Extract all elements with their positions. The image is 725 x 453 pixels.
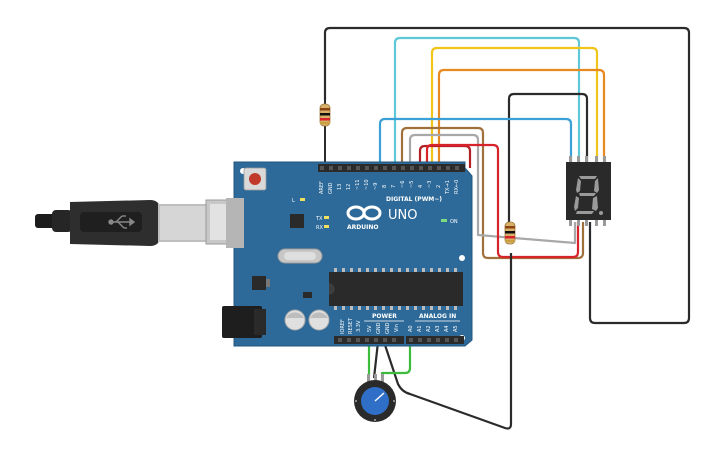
pin-label: A3 <box>435 325 441 332</box>
led-tx <box>324 216 329 219</box>
resistor-top[interactable] <box>319 100 331 168</box>
display-segments <box>574 176 603 215</box>
logo-marks <box>353 210 375 216</box>
pin-label: Vin <box>394 324 400 332</box>
wires <box>323 26 691 430</box>
analog-header[interactable] <box>406 336 464 344</box>
led-rx <box>324 225 329 228</box>
pin-label: ~11 <box>355 179 361 190</box>
bottom-pin-holes <box>338 338 458 342</box>
wire-orange[interactable] <box>437 68 606 168</box>
atmega-microcontroller <box>328 268 463 310</box>
wire-yellow[interactable] <box>430 46 599 168</box>
wire-blue[interactable] <box>378 117 573 168</box>
pin-label: A4 <box>444 325 450 332</box>
pin-label: ~6 <box>400 181 406 188</box>
pin-label: IOREF <box>340 319 346 334</box>
led-rx-label: RX <box>316 225 323 231</box>
pin-label: RESET <box>348 317 354 334</box>
digital-header[interactable] <box>318 164 465 172</box>
wire-black-pot[interactable] <box>372 341 380 379</box>
infinity-logo-icon <box>346 205 382 221</box>
wire-green-a0[interactable] <box>380 342 412 380</box>
pin-label: A0 <box>408 325 414 332</box>
pin-label: 7 <box>391 185 397 188</box>
pin-label: ~5 <box>409 181 415 188</box>
analog-pin-labels: A0 A1 A2 A3 A4 A5 <box>408 325 459 332</box>
pin-label: 12 <box>346 184 352 190</box>
model-label: UNO <box>388 208 417 223</box>
usb-cable[interactable] <box>35 199 243 246</box>
pin-label: GND <box>376 322 382 334</box>
led-l-label: L <box>292 198 295 204</box>
pin-label: A5 <box>453 325 459 332</box>
capacitor <box>284 309 306 331</box>
pin-label: 5V <box>367 325 373 332</box>
potentiometer[interactable] <box>354 374 396 422</box>
pin-label: GND <box>328 182 334 194</box>
pin-label: 4 <box>418 185 424 188</box>
analog-label: ANALOG IN <box>419 313 456 320</box>
pin-label: TX→1 <box>445 180 451 195</box>
pin-label: A1 <box>417 325 423 332</box>
wire-red[interactable] <box>425 143 580 259</box>
reset-button[interactable] <box>243 167 267 191</box>
wire-gray[interactable] <box>408 133 577 245</box>
pin-label: ~3 <box>427 181 433 188</box>
pin-label: ~9 <box>373 183 379 190</box>
pin-label: 2 <box>436 185 442 188</box>
wire-brown[interactable] <box>400 126 585 260</box>
digital-pin-labels: AREF GND 13 12 ~11 ~10 ~9 8 7 ~6 ~5 4 ~3… <box>319 179 460 195</box>
pin-label: ~10 <box>364 179 370 190</box>
usb-controller-chip <box>290 214 304 228</box>
small-component <box>303 292 312 298</box>
mounting-hole <box>459 255 465 261</box>
display-pins-top <box>569 156 606 164</box>
pin-label: 3.3V <box>356 320 362 332</box>
seven-segment-display[interactable] <box>566 156 611 226</box>
pin-label: 13 <box>337 184 343 190</box>
digital-pin-holes <box>320 166 459 170</box>
power-pin-labels: IOREF RESET 3.3V 5V GND GND Vin <box>340 317 400 334</box>
pin-label: A2 <box>426 325 432 332</box>
wire-black-bottom[interactable] <box>382 253 513 430</box>
wire-black-top[interactable] <box>323 26 691 325</box>
power-label: POWER <box>372 313 397 320</box>
voltage-regulator <box>252 276 266 290</box>
brand-label: ARDUINO <box>347 224 378 231</box>
wire-black-mid[interactable] <box>507 92 589 230</box>
pin-label: AREF <box>319 181 325 194</box>
led-l <box>300 198 305 201</box>
capacitor <box>308 309 330 331</box>
display-pins-bottom <box>569 218 606 226</box>
led-tx-label: TX <box>315 216 323 222</box>
wire-cyan[interactable] <box>393 36 581 168</box>
led-on <box>441 219 447 222</box>
usb-port <box>226 198 244 248</box>
resistor-bottom[interactable] <box>504 221 516 245</box>
arduino-uno-board[interactable]: AREF GND 13 12 ~11 ~10 ~9 8 7 ~6 ~5 4 ~3… <box>222 161 473 347</box>
on-label: ON <box>450 219 458 225</box>
power-jack[interactable] <box>222 306 266 338</box>
digital-header-label: DIGITAL (PWM~) <box>386 196 442 203</box>
pin-label: GND <box>385 322 391 334</box>
usb-symbol-icon <box>108 215 136 229</box>
pin-label: RX←0 <box>454 180 460 194</box>
display-body <box>566 162 611 220</box>
pin-label: 8 <box>382 185 388 188</box>
